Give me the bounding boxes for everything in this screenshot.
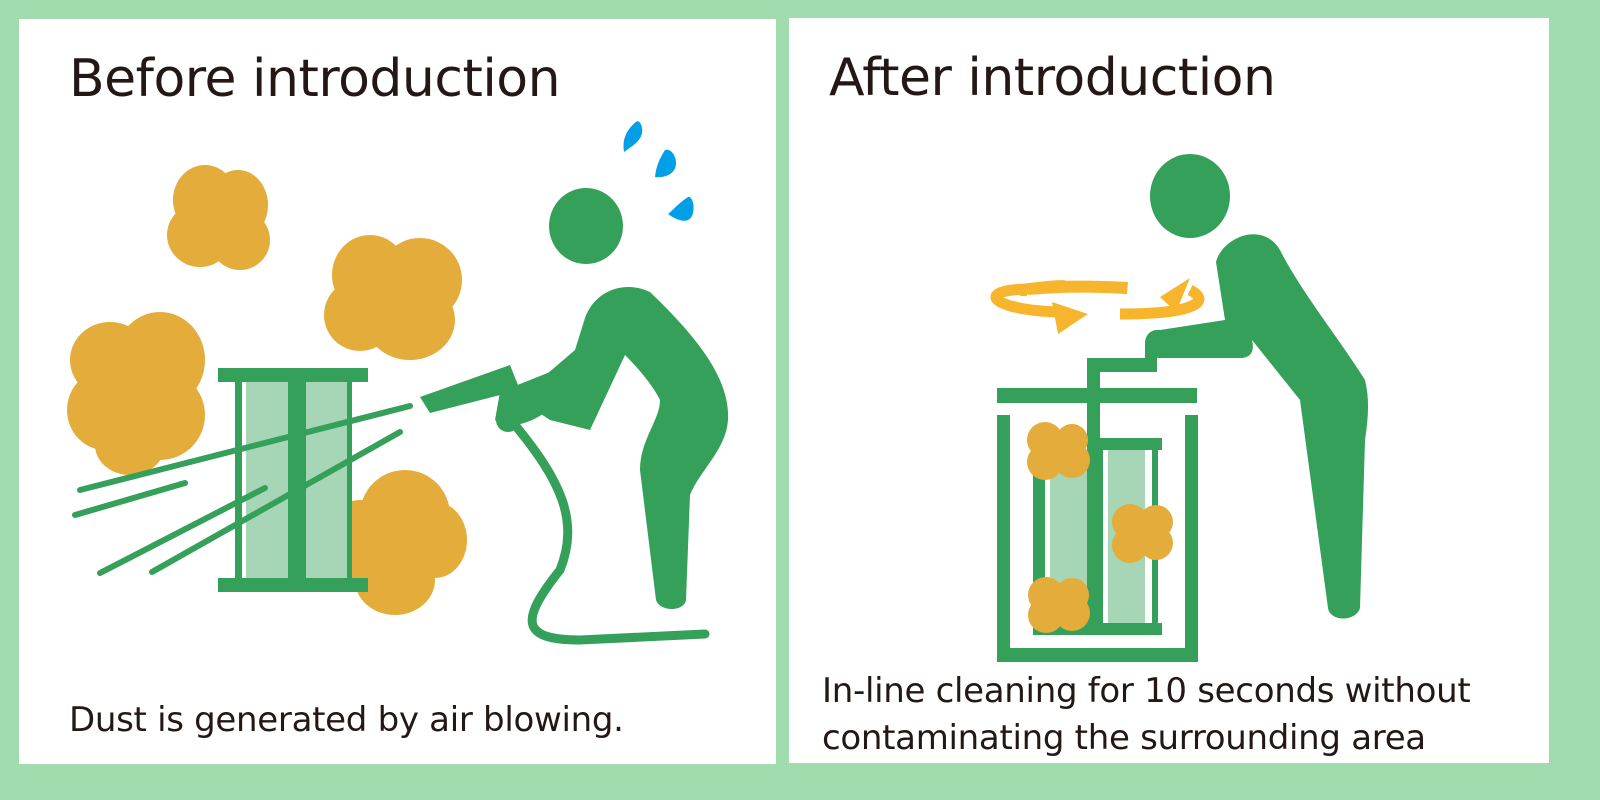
worker-figure-icon (1145, 154, 1369, 619)
cleaning-unit-icon (997, 344, 1198, 662)
dust-cloud-icon (167, 165, 270, 270)
before-panel: Before introduction (19, 19, 776, 764)
dust-cloud-icon (1112, 504, 1173, 563)
after-caption-line1: In-line cleaning for 10 seconds without (822, 671, 1471, 711)
after-caption-line2: contaminating the surrounding area (822, 718, 1426, 758)
dust-cloud-icon (1027, 422, 1090, 480)
filter-cartridge-icon (218, 368, 368, 592)
sweat-drops-icon (623, 121, 694, 221)
dust-cloud-icon (1028, 577, 1090, 633)
before-illustration (67, 121, 729, 645)
dust-cloud-icon (324, 235, 462, 360)
after-panel: After introduction (789, 18, 1549, 763)
dust-cloud-icon (67, 312, 205, 475)
before-caption: Dust is generated by air blowing. (69, 700, 624, 740)
after-title: After introduction (829, 48, 1276, 108)
worker-figure-icon (520, 188, 729, 609)
before-title: Before introduction (69, 49, 561, 109)
air-blast-lines (72, 403, 413, 576)
air-hose (510, 420, 710, 645)
rotation-arrow-icon (1020, 278, 1190, 334)
after-illustration (990, 154, 1369, 662)
